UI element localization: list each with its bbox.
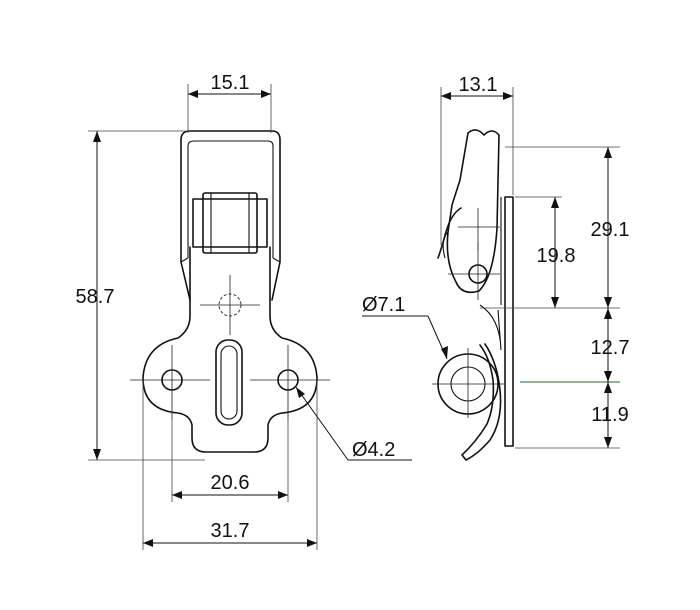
side-latch-cam [437,207,462,259]
dim-overall-height: 58.7 [76,286,115,308]
side-view [432,129,514,461]
dim-top-width: 15.1 [211,72,250,94]
dim-base-width: 31.7 [211,520,250,542]
side-lever-arm [461,343,502,461]
side-hook [446,129,500,294]
dim-hole-diameter: Ø4.2 [352,439,395,461]
front-dimensions: 15.1 58.7 20.6 31.7 Ø4.2 [76,72,412,550]
front-hook-plate [180,130,281,301]
dim-side-depth: 13.1 [459,74,498,96]
dim-hole-spacing: 20.6 [211,472,250,494]
front-slot [215,339,243,426]
side-base-plate [504,196,514,447]
roller [192,192,268,254]
front-hook-inner [187,140,274,258]
front-lever-body [142,246,318,453]
front-view [130,130,330,453]
side-dimensions: 13.1 29.1 19.8 12.7 11.9 Ø7.1 [362,74,630,449]
dim-side-upper-height: 29.1 [591,219,630,241]
dim-side-lower-height: 11.9 [591,404,628,426]
dim-side-pivot-height: 19.8 [537,245,576,267]
dim-side-middle-height: 12.7 [591,337,630,359]
dim-pin-diameter: Ø7.1 [362,294,405,316]
